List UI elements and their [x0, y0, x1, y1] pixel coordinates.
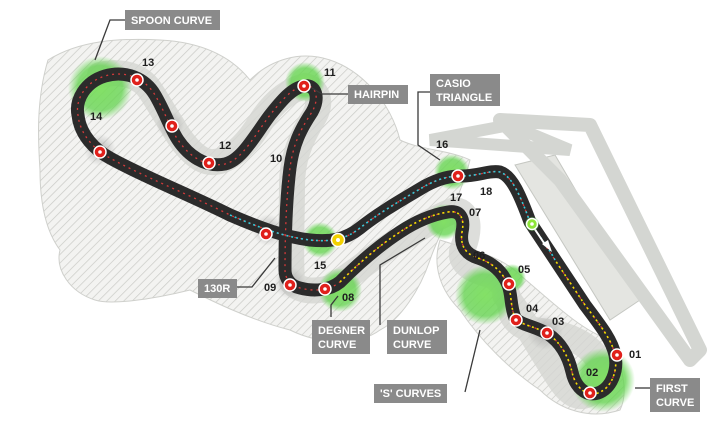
target-dot-icon: [259, 227, 273, 241]
svg-text:CURVE: CURVE: [318, 339, 356, 351]
paddock-area: [428, 113, 707, 367]
corner-number-16: 16: [436, 139, 448, 151]
corner-numbers: 01 02 03 04 05 06 07 08 09 10 11 12 13 1…: [90, 57, 641, 379]
corner-number-04: 04: [526, 303, 539, 315]
svg-text:CURVE: CURVE: [393, 339, 431, 351]
corner-number-08: 08: [342, 292, 354, 304]
target-dot-icon: [583, 386, 597, 400]
label-s-curves: 'S' CURVES: [374, 384, 447, 403]
corner-number-17: 17: [450, 192, 462, 204]
corner-number-12: 12: [219, 140, 231, 152]
corner-number-01: 01: [629, 349, 641, 361]
corner-number-05: 05: [518, 264, 530, 276]
label-130r: 130R: [198, 279, 237, 298]
svg-text:DUNLOP: DUNLOP: [393, 325, 439, 337]
corner-number-11: 11: [324, 67, 336, 79]
corner-number-06: 06: [473, 250, 485, 262]
target-dot-icon: [283, 278, 297, 292]
start-finish-icon: [524, 216, 540, 232]
direction-arrow-icon: [542, 240, 552, 252]
svg-text:HAIRPIN: HAIRPIN: [354, 89, 399, 101]
target-dot-icon: [318, 282, 332, 296]
svg-text:FIRST: FIRST: [656, 383, 688, 395]
corner-number-03: 03: [552, 316, 564, 328]
leader-lines: [94, 19, 650, 393]
label-spoon-curve: SPOON CURVE: [125, 10, 220, 30]
sector-yellow-marker-icon: [330, 232, 346, 248]
target-dot-icon: [509, 313, 523, 327]
svg-text:SPOON CURVE: SPOON CURVE: [131, 15, 212, 27]
corner-number-02: 02: [586, 367, 598, 379]
label-casio-triangle: CASIO TRIANGLE: [430, 74, 500, 106]
label-degner-curve: DEGNER CURVE: [312, 320, 370, 354]
target-dot-icon: [297, 79, 311, 93]
corner-number-13: 13: [142, 57, 154, 69]
svg-text:TRIANGLE: TRIANGLE: [436, 92, 492, 104]
corner-number-18: 18: [480, 186, 492, 198]
svg-text:130R: 130R: [204, 283, 230, 295]
corner-number-09: 09: [264, 282, 276, 294]
label-hairpin: HAIRPIN: [348, 85, 408, 104]
svg-text:CURVE: CURVE: [656, 397, 694, 409]
callout-labels: SPOON CURVE HAIRPIN CASIO TRIANGLE 130R …: [125, 10, 700, 412]
target-dot-icon: [610, 348, 624, 362]
target-dot-icon: [93, 145, 107, 159]
corner-number-15: 15: [314, 260, 326, 272]
target-dot-icon: [165, 119, 179, 133]
target-dot-icon: [451, 169, 465, 183]
svg-text:DEGNER: DEGNER: [318, 325, 365, 337]
corner-markers: [93, 73, 624, 400]
corner-number-14: 14: [90, 111, 103, 123]
label-dunlop-curve: DUNLOP CURVE: [387, 320, 447, 354]
corner-number-10: 10: [270, 153, 282, 165]
label-first-curve: FIRST CURVE: [650, 378, 700, 412]
target-dot-icon: [202, 156, 216, 170]
target-dot-icon: [502, 277, 516, 291]
target-dot-icon: [130, 73, 144, 87]
target-dot-icon: [540, 326, 554, 340]
corner-number-07: 07: [469, 207, 481, 219]
svg-text:CASIO: CASIO: [436, 78, 471, 90]
svg-text:'S' CURVES: 'S' CURVES: [380, 388, 441, 400]
